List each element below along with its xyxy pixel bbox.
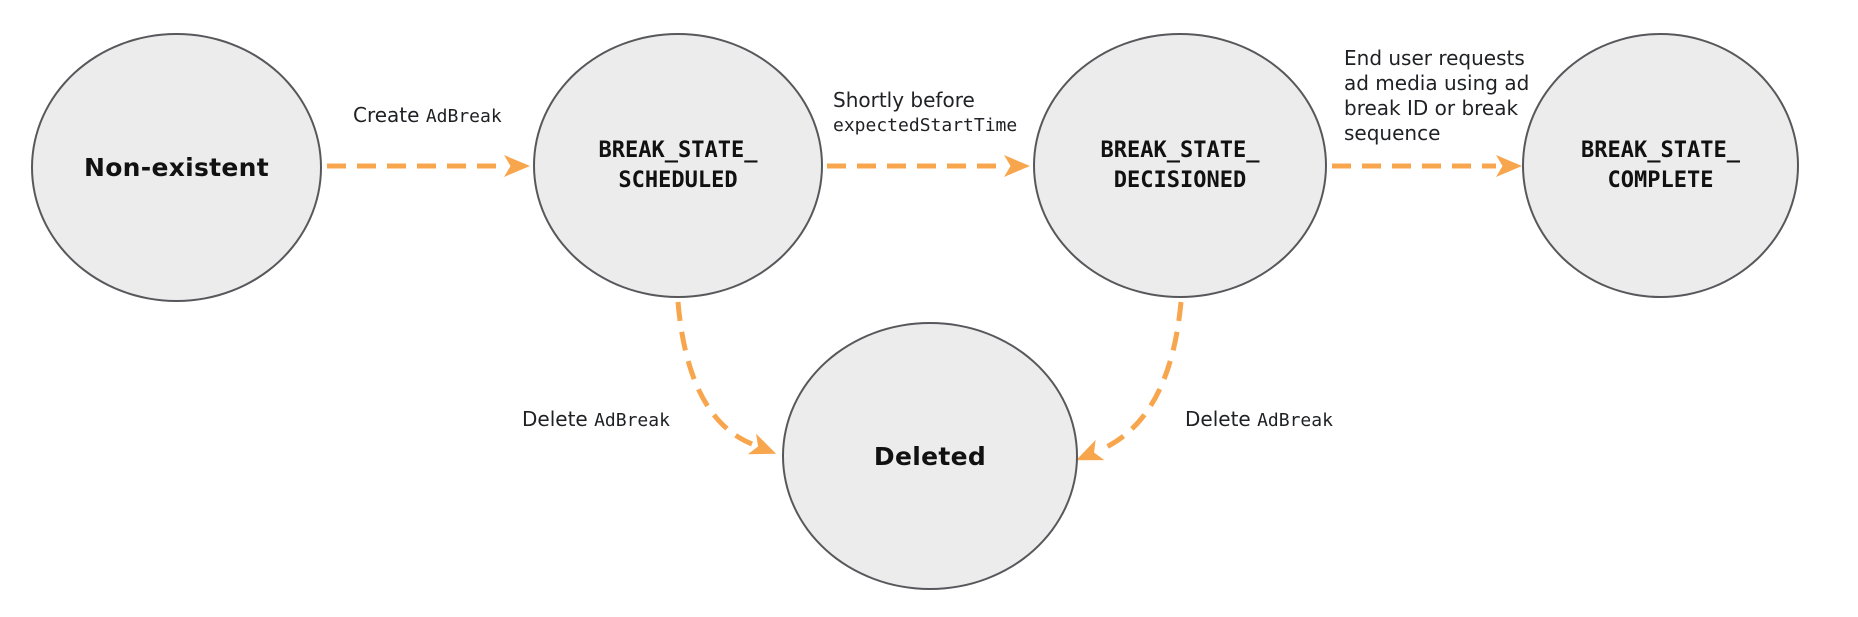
edge-label-text: Delete (522, 407, 595, 431)
state-label-line2: COMPLETE (1607, 167, 1714, 193)
state-node-deleted: Deleted (782, 322, 1078, 590)
state-node-break-state-complete: BREAK_STATE_ COMPLETE (1522, 33, 1799, 298)
state-node-break-state-scheduled: BREAK_STATE_ SCHEDULED (533, 33, 823, 298)
edge-label-create-adbreak: Create AdBreak (353, 103, 502, 129)
edge-label-line: Shortly before (833, 88, 975, 112)
edge-label-delete-adbreak-right: Delete AdBreak (1185, 407, 1333, 433)
edge-label-shortly-before-expectedstarttime: Shortly before expectedStartTime (833, 88, 1017, 138)
state-label-line1: BREAK_STATE_ (1100, 137, 1260, 163)
state-label-line1: BREAK_STATE_ (1581, 137, 1740, 163)
edge-label-code: expectedStartTime (833, 115, 1018, 136)
state-label-deleted: Deleted (873, 441, 987, 471)
state-label-break-state-decisioned: BREAK_STATE_ DECISIONED (1101, 136, 1260, 195)
state-label-non-existent: Non-existent (83, 153, 270, 182)
edge-delete-decisioned-arrow (1076, 301, 1184, 461)
edge-label-code: AdBreak (594, 410, 670, 431)
state-node-non-existent: Non-existent (31, 33, 322, 302)
edge-label-line: End user requests (1344, 46, 1525, 70)
state-label-line2: SCHEDULED (618, 167, 738, 193)
edge-label-line: break ID or break (1344, 96, 1519, 120)
edge-label-text: Delete (1185, 407, 1258, 431)
edge-label-line: sequence (1344, 121, 1441, 145)
edge-label-code: AdBreak (1257, 410, 1333, 431)
state-node-break-state-decisioned: BREAK_STATE_ DECISIONED (1033, 33, 1327, 298)
state-label-line2: DECISIONED (1113, 167, 1247, 193)
state-label-break-state-scheduled: BREAK_STATE_ SCHEDULED (599, 136, 758, 195)
edge-label-end-user-requests: End user requests ad media using ad brea… (1344, 46, 1529, 146)
edge-label-line: ad media using ad (1344, 71, 1530, 95)
edge-delete-scheduled-arrow (675, 301, 777, 455)
edge-label-code: AdBreak (425, 106, 502, 127)
state-label-line1: BREAK_STATE_ (598, 137, 758, 163)
state-label-break-state-complete: BREAK_STATE_ COMPLETE (1581, 136, 1740, 195)
edge-label-delete-adbreak-left: Delete AdBreak (522, 407, 670, 433)
edge-label-text: Create (353, 103, 426, 127)
